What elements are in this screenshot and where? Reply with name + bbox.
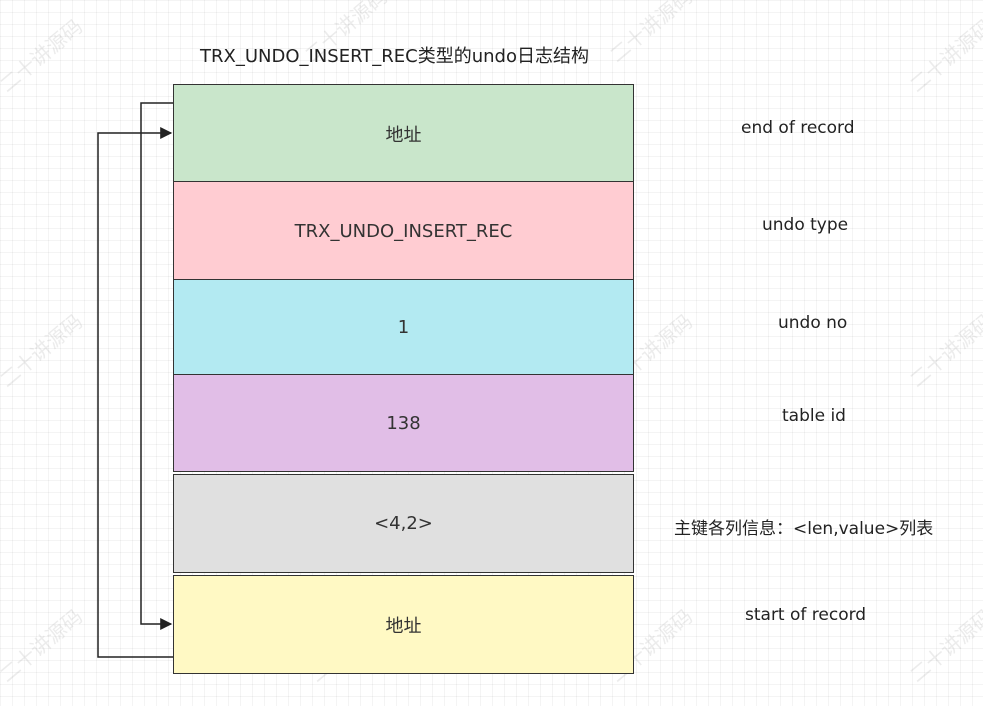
arrow-end-to-start [140, 102, 173, 630]
block-start-of-record: 地址 [173, 575, 634, 674]
block-undo-type: TRX_UNDO_INSERT_REC [173, 181, 634, 281]
label-table-id: table id [782, 406, 846, 426]
label-primary-key-columns: 主键各列信息：<len,value>列表 [674, 519, 934, 539]
block-end-of-record: 地址 [173, 84, 634, 183]
label-start-of-record: start of record [745, 605, 867, 625]
block-primary-key-columns: <4,2> [173, 474, 634, 573]
label-end-of-record: end of record [741, 118, 855, 138]
arrow-start-to-end [97, 127, 173, 658]
label-undo-no: undo no [778, 313, 848, 333]
block-table-id: 138 [173, 374, 634, 472]
diagram-title: TRX_UNDO_INSERT_REC类型的undo日志结构 [200, 46, 589, 67]
label-undo-type: undo type [762, 215, 849, 235]
